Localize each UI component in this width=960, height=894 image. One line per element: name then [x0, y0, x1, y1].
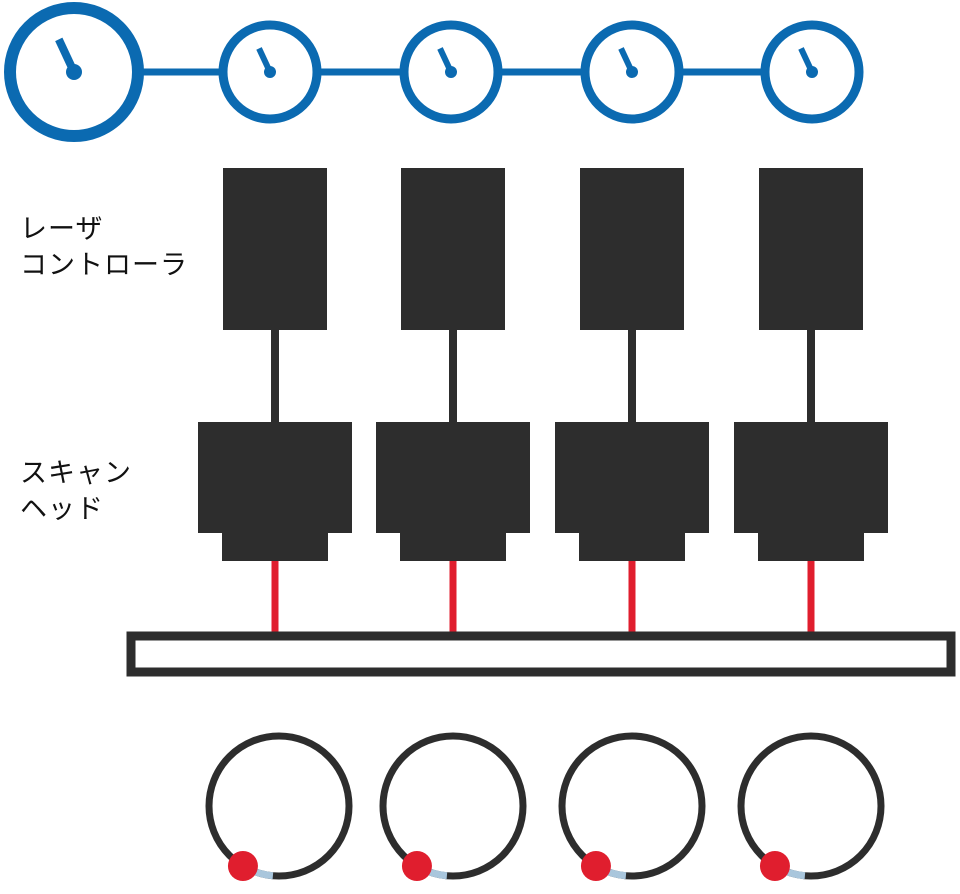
position-dial — [558, 732, 706, 882]
dial-ring — [379, 732, 527, 880]
laser-controller-box — [223, 168, 327, 330]
clock-icon — [218, 20, 322, 124]
workpiece-bar — [126, 631, 956, 677]
position-dial — [205, 732, 353, 882]
laser-controller-label-line2: コントローラ — [20, 250, 188, 281]
laser-controller-label: レーザ コントローラ — [20, 212, 188, 284]
scan-head — [376, 422, 530, 561]
scan-head-lens — [400, 533, 506, 561]
controller-cable-group — [271, 330, 815, 424]
scan-head-group — [198, 422, 888, 561]
laser-controller-group — [223, 168, 863, 330]
scan-head-body — [198, 422, 352, 533]
master-clock-icon — [4, 2, 144, 142]
scan-head-body — [376, 422, 530, 533]
position-marker — [401, 851, 432, 882]
scan-head-body — [734, 422, 888, 533]
position-marker — [227, 851, 258, 882]
clock-icon — [760, 20, 864, 124]
clock-pivot — [264, 66, 276, 78]
clock-icon — [580, 20, 684, 124]
scan-head-body — [555, 422, 709, 533]
clock-icon — [399, 20, 503, 124]
laser-controller-box — [401, 168, 505, 330]
laser-controller-box — [580, 168, 684, 330]
laser-controller-box — [759, 168, 863, 330]
scan-head-lens — [222, 533, 328, 561]
dial-ring — [558, 732, 706, 880]
clock-pivot — [626, 66, 638, 78]
scan-head-lens — [579, 533, 685, 561]
dial-ring — [205, 732, 353, 880]
clock-pivot — [66, 64, 82, 80]
position-dial — [737, 732, 885, 882]
scan-head — [198, 422, 352, 561]
scan-head-label-line2: ヘッド — [20, 494, 104, 525]
workpiece-group — [126, 631, 956, 677]
position-dial-group — [205, 732, 885, 882]
clock-group — [4, 2, 864, 142]
scan-head-label-line1: スキャン — [20, 458, 132, 489]
scan-head-label: スキャン ヘッド — [20, 456, 132, 528]
position-marker — [759, 851, 790, 882]
position-dial — [379, 732, 527, 882]
scan-head — [734, 422, 888, 561]
scan-head-lens — [758, 533, 864, 561]
scan-head — [555, 422, 709, 561]
dial-ring — [737, 732, 885, 880]
clock-pivot — [806, 66, 818, 78]
laser-beam-group — [271, 561, 815, 633]
clock-pivot — [445, 66, 457, 78]
position-marker — [580, 851, 611, 882]
laser-controller-label-line1: レーザ — [20, 214, 104, 245]
